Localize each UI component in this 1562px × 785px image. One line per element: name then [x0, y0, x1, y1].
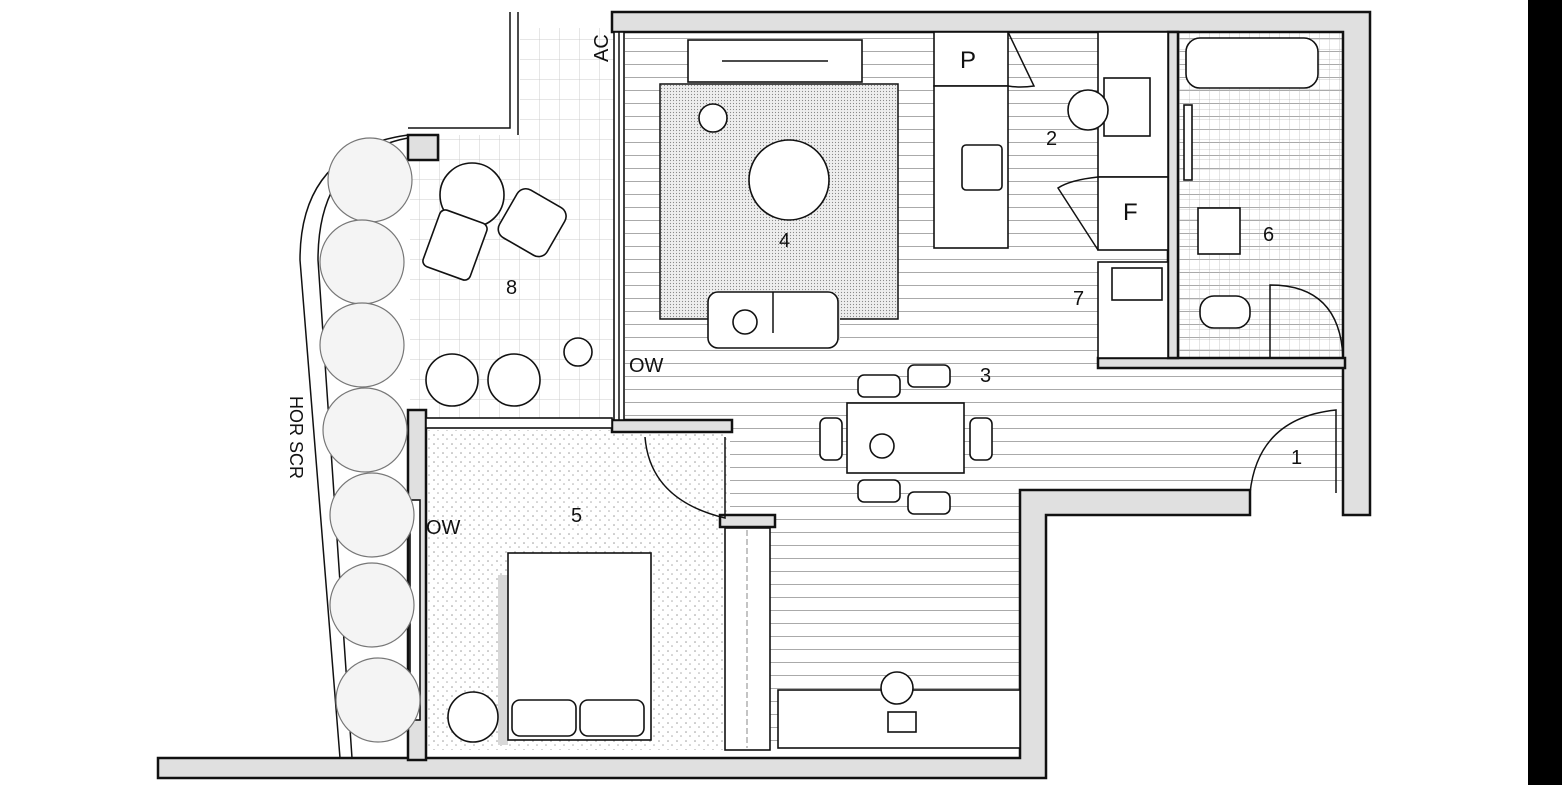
sink [961, 144, 1003, 191]
bedroom-door-swing [644, 436, 726, 519]
vanity [1197, 207, 1241, 255]
bathtub [1185, 37, 1319, 89]
room-label-bathroom: 6 [1263, 224, 1274, 246]
entry-door-swing [1249, 409, 1337, 494]
wardrobe [724, 527, 771, 751]
person-icon [563, 337, 593, 367]
pantry [933, 31, 1009, 87]
lounge-chair [497, 187, 567, 258]
bedside-stool [447, 691, 499, 743]
room-label-laundry: 7 [1073, 288, 1084, 310]
ac-label: AC [591, 34, 613, 62]
operable-wall-label-bedroom: OW [426, 517, 461, 539]
frame-edge [1528, 0, 1562, 785]
shower-screen [1183, 104, 1193, 181]
person-icon [732, 309, 758, 335]
cooktop [1103, 77, 1151, 137]
person-icon [1067, 89, 1109, 131]
person-icon [880, 671, 914, 705]
room-label-bedroom: 5 [571, 505, 582, 527]
stool [487, 353, 541, 407]
operable-wall-living [613, 31, 625, 421]
person-icon [698, 103, 728, 133]
pantry-label: P [960, 47, 976, 74]
room-label-balcony: 8 [506, 277, 517, 299]
horizontal-screen-label: HOR SCR [286, 396, 306, 479]
room-label-dining: 3 [980, 365, 991, 387]
fridge [1097, 176, 1169, 251]
toilet [1199, 295, 1251, 329]
room-label-entry: 1 [1291, 447, 1302, 469]
ac-ledge-floor [520, 28, 615, 138]
dining-table [846, 402, 965, 474]
planter-hedge [299, 134, 421, 759]
stool [425, 353, 479, 407]
bathroom-door-swing [1269, 284, 1344, 359]
room-label-living: 4 [779, 230, 790, 252]
room-label-kitchen: 2 [1046, 128, 1057, 150]
operable-wall-label-living: OW [629, 355, 664, 377]
dining-chairs [819, 364, 993, 515]
fridge-label: F [1123, 199, 1138, 226]
lounge-chair [422, 209, 488, 281]
coffee-table [748, 139, 830, 221]
balcony-door-track [425, 417, 613, 429]
laundry-tub [1111, 267, 1163, 301]
